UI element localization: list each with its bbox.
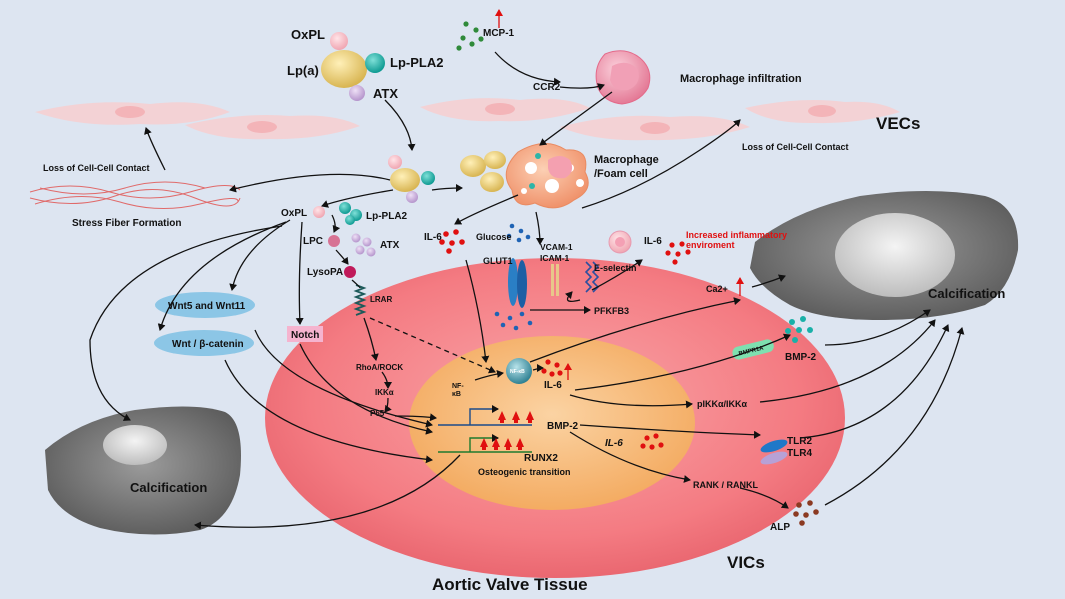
label-atx-top: ATX xyxy=(373,86,398,101)
bmp2-dots xyxy=(785,316,813,343)
notch-box xyxy=(287,326,323,342)
tlr2-receptor xyxy=(760,439,788,453)
upregulation-arrows-bmp2 xyxy=(498,411,534,423)
foam-cell xyxy=(505,143,589,209)
glut1-transporter xyxy=(508,258,527,308)
label-lpa: Lp(a) xyxy=(287,63,319,78)
label-glucose: Glucose xyxy=(476,232,512,242)
bmp2-gene xyxy=(438,405,532,426)
mcp1-dots xyxy=(456,21,484,51)
label-calcification-right: Calcification xyxy=(928,286,1005,301)
label-mcp1: MCP-1 xyxy=(483,28,515,39)
nfkb-molecule xyxy=(506,358,532,384)
label-macrophage-infiltration: Macrophage infiltration xyxy=(680,73,802,85)
label-ccr2: CCR2 xyxy=(533,82,561,93)
label-glut1: GLUT1 xyxy=(483,256,513,266)
calcified-cell-right xyxy=(750,191,1019,320)
label-aortic-valve: Aortic Valve Tissue xyxy=(432,575,588,594)
label-calcification-left: Calcification xyxy=(130,480,207,495)
label-il6-a: IL-6 xyxy=(424,232,442,243)
label-oxpl-top: OxPL xyxy=(291,27,325,42)
label-lysopa: LysoPA xyxy=(307,267,343,278)
glucose-dots xyxy=(506,223,531,243)
infiltrating-macrophage xyxy=(595,50,651,105)
label-il6-b: IL-6 xyxy=(644,236,662,247)
label-vcam1: VCAM-1 xyxy=(540,242,573,252)
label-nfkb-circle: NF-κB xyxy=(510,369,525,375)
label-notch: Notch xyxy=(291,330,319,341)
label-wnt-bcatenin: Wnt / β-catenin xyxy=(172,339,244,350)
il6-dots-d xyxy=(640,433,664,450)
lp-pla2-particles xyxy=(339,202,362,225)
label-increased-inflam-2: enviroment xyxy=(686,240,735,250)
vic-nucleus-region xyxy=(409,336,695,510)
label-il6-d: IL-6 xyxy=(605,438,623,449)
lysopa-particle xyxy=(344,266,356,278)
label-vics: VICs xyxy=(727,553,765,572)
label-increased-inflam-1: Increased inflammatory xyxy=(686,230,787,240)
label-nfkb-1: NF- xyxy=(452,383,464,390)
label-icam1: ICAM-1 xyxy=(540,253,570,263)
wnt5-wnt11-oval xyxy=(155,292,255,318)
label-loss-contact-left: Loss of Cell-Cell Contact xyxy=(43,163,150,173)
label-atx: ATX xyxy=(380,240,400,251)
label-stress-fiber: Stress Fiber Formation xyxy=(72,218,181,229)
label-bmp2-right: BMP-2 xyxy=(785,352,817,363)
label-wnt5: Wnt5 and Wnt11 xyxy=(168,301,246,312)
label-osteogenic: Osteogenic transition xyxy=(478,467,571,477)
vec-layer xyxy=(35,98,900,141)
il6-dots-b xyxy=(665,241,691,265)
label-rank: RANK / RANKL xyxy=(693,480,758,490)
label-pikka: pIKKα/IKKα xyxy=(697,399,748,409)
lrar-receptor xyxy=(353,284,367,316)
label-rhoa: RhoA/ROCK xyxy=(356,363,403,372)
label-runx2: RUNX2 xyxy=(524,453,558,464)
label-p65: P65 xyxy=(370,409,385,418)
labels: OxPL Lp-PLA2 Lp(a) ATX MCP-1 CCR2 Macrop… xyxy=(43,27,1005,594)
label-macrophage: Macrophage xyxy=(594,154,659,166)
il6-dots-a xyxy=(439,229,465,254)
label-il6-c: IL-6 xyxy=(544,380,562,391)
small-inflammatory-cell xyxy=(608,230,632,254)
label-ikka: IKKα xyxy=(375,388,394,397)
label-foam-cell: /Foam cell xyxy=(594,168,648,180)
label-nfkb-2: κB xyxy=(452,391,461,398)
stress-fibers xyxy=(29,181,241,209)
tlr4-receptor xyxy=(760,451,788,465)
label-tlr2: TLR2 xyxy=(787,436,812,447)
wnt-bcatenin-oval xyxy=(154,330,254,356)
label-pfkfb3: PFKFB3 xyxy=(594,306,629,316)
label-e-selectin: E-selectin xyxy=(594,263,637,273)
lpa-complex-middle xyxy=(388,155,435,203)
label-tlr4: TLR4 xyxy=(787,448,812,459)
label-vecs: VECs xyxy=(876,114,920,133)
label-lrar: LRAR xyxy=(370,295,392,304)
lpa-complex-top xyxy=(321,32,385,101)
oxpl-particle xyxy=(313,206,325,218)
calcified-cell-left xyxy=(45,406,241,535)
atx-particles xyxy=(351,233,376,257)
label-loss-contact-right: Loss of Cell-Cell Contact xyxy=(742,142,849,152)
lpc-particle xyxy=(328,235,340,247)
label-lp-pla2-top: Lp-PLA2 xyxy=(390,55,443,70)
label-ca2: Ca2+ xyxy=(706,284,728,294)
label-alp: ALP xyxy=(770,522,790,533)
glucose-dots-inside xyxy=(494,311,533,331)
upregulation-arrows-runx2 xyxy=(480,438,524,450)
label-lp-pla2: Lp-PLA2 xyxy=(366,211,408,222)
runx2-gene xyxy=(438,434,532,453)
label-lpc: LPC xyxy=(303,236,323,247)
il6-dots-c xyxy=(541,359,563,377)
pathway-arrows xyxy=(89,51,965,530)
lipid-droplets xyxy=(460,151,506,192)
label-bmp2-center: BMP-2 xyxy=(547,421,579,432)
label-oxpl: OxPL xyxy=(281,208,307,219)
alp-dots xyxy=(793,500,819,526)
